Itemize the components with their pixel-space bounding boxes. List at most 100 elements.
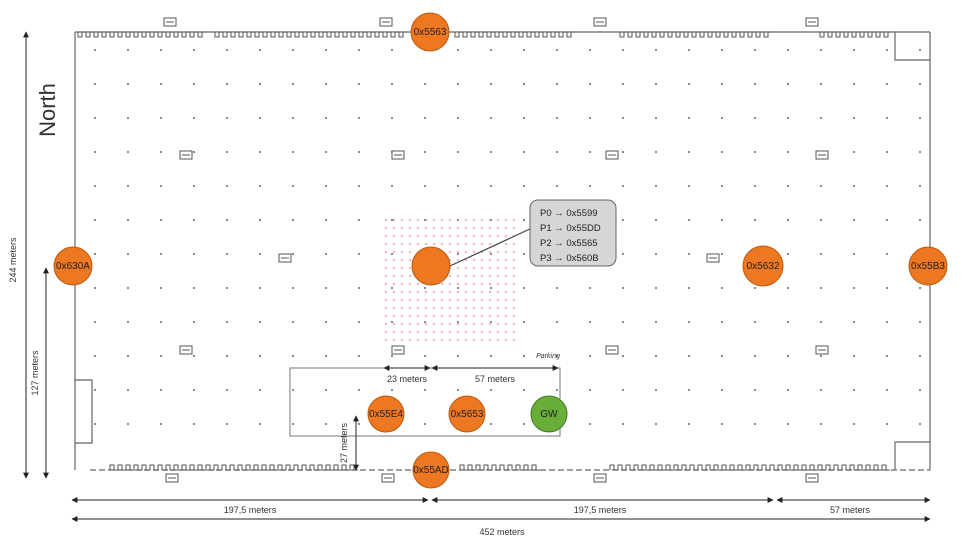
coverage-dot <box>457 267 459 269</box>
pillar-dot <box>787 117 789 119</box>
pillar-dot <box>655 355 657 357</box>
coverage-dot <box>513 259 515 261</box>
coverage-dot <box>489 275 491 277</box>
pillar-dot <box>523 423 525 425</box>
coverage-dot <box>433 307 435 309</box>
pillar-dot <box>589 423 591 425</box>
node-east-2[interactable]: 0x55B3 <box>908 246 948 286</box>
coverage-dot <box>433 243 435 245</box>
equipment-box <box>165 473 179 483</box>
coverage-dot <box>505 283 507 285</box>
pillar-dot <box>820 253 822 255</box>
equipment-box <box>391 150 405 160</box>
pillar-dot <box>721 253 723 255</box>
pillar-dot <box>655 253 657 255</box>
coverage-dot <box>497 307 499 309</box>
pillar-dot <box>391 49 393 51</box>
pillar-dot <box>160 423 162 425</box>
coverage-dot <box>393 267 395 269</box>
pillar-dot <box>589 83 591 85</box>
coverage-dot <box>489 243 491 245</box>
coverage-dot <box>417 291 419 293</box>
coverage-dot <box>385 235 387 237</box>
pillar-dot <box>94 83 96 85</box>
coverage-dot <box>505 219 507 221</box>
parking-label: Parking <box>536 353 560 360</box>
node-center[interactable] <box>411 246 451 286</box>
coverage-dot <box>457 307 459 309</box>
callout-line: P2 → 0x5565 <box>540 238 598 249</box>
coverage-dot <box>473 219 475 221</box>
node-east-1[interactable]: 0x5632 <box>742 245 784 287</box>
pillar-dot <box>919 423 921 425</box>
pillar-dot <box>358 49 360 51</box>
node-west[interactable]: 0x630A <box>53 246 93 286</box>
coverage-dot <box>489 291 491 293</box>
pillar-dot <box>292 219 294 221</box>
node-lower-1[interactable]: 0x55E4 <box>367 395 405 433</box>
coverage-dot <box>417 299 419 301</box>
coverage-dot-cluster <box>385 219 515 341</box>
coverage-dot <box>401 267 403 269</box>
node-top[interactable]: 0x5563 <box>410 12 450 52</box>
coverage-dot <box>513 291 515 293</box>
pillar-dot <box>688 49 690 51</box>
coverage-dot <box>401 323 403 325</box>
pillar-dot <box>358 117 360 119</box>
coverage-dot <box>425 331 427 333</box>
pillar-dot <box>259 117 261 119</box>
coverage-dot <box>393 235 395 237</box>
coverage-dot <box>497 315 499 317</box>
pillar-dot <box>721 389 723 391</box>
pillar-dot <box>292 151 294 153</box>
pillar-dot <box>325 253 327 255</box>
coverage-dot <box>385 243 387 245</box>
coverage-dot <box>433 291 435 293</box>
pillar-dot <box>820 423 822 425</box>
pillar-dot <box>721 287 723 289</box>
coverage-dot <box>497 235 499 237</box>
coverage-dot <box>489 299 491 301</box>
coverage-dot <box>489 307 491 309</box>
coverage-dot <box>385 227 387 229</box>
node-label: 0x55AD <box>413 465 449 476</box>
coverage-dot <box>441 331 443 333</box>
pillar-dot <box>721 151 723 153</box>
pillar-dot <box>127 423 129 425</box>
coverage-dot <box>465 323 467 325</box>
pillar-dot <box>292 117 294 119</box>
pillar-dot <box>127 49 129 51</box>
coverage-dot <box>449 243 451 245</box>
node-gateway[interactable]: GW <box>530 395 568 433</box>
node-bottom[interactable]: 0x55AD <box>412 451 450 489</box>
coverage-dot <box>505 267 507 269</box>
pillar-dot <box>622 185 624 187</box>
pillar-dot <box>325 151 327 153</box>
pillar-dot <box>886 355 888 357</box>
coverage-dot <box>481 339 483 341</box>
equipment-boxes <box>163 17 829 483</box>
coverage-dot <box>481 315 483 317</box>
pillar-dot <box>853 423 855 425</box>
pillar-dot <box>622 321 624 323</box>
wall-segment <box>609 464 890 471</box>
coverage-dot <box>449 227 451 229</box>
pillar-dot <box>391 83 393 85</box>
pillar-dot <box>127 253 129 255</box>
pillar-dot <box>886 117 888 119</box>
callout-box: P0 → 0x5599 P1 → 0x55DD P2 → 0x5565 P3 →… <box>529 199 617 267</box>
pillar-dot <box>622 423 624 425</box>
coverage-dot <box>417 315 419 317</box>
pillar-dot <box>754 117 756 119</box>
coverage-dot <box>481 283 483 285</box>
coverage-dot <box>449 219 451 221</box>
coverage-dot <box>441 339 443 341</box>
pillar-dot <box>94 219 96 221</box>
pillar-dot <box>259 355 261 357</box>
coverage-dot <box>457 331 459 333</box>
pillar-dot <box>919 389 921 391</box>
coverage-dot <box>473 307 475 309</box>
coverage-dot <box>401 291 403 293</box>
node-lower-2[interactable]: 0x5653 <box>448 395 486 433</box>
coverage-dot <box>497 339 499 341</box>
